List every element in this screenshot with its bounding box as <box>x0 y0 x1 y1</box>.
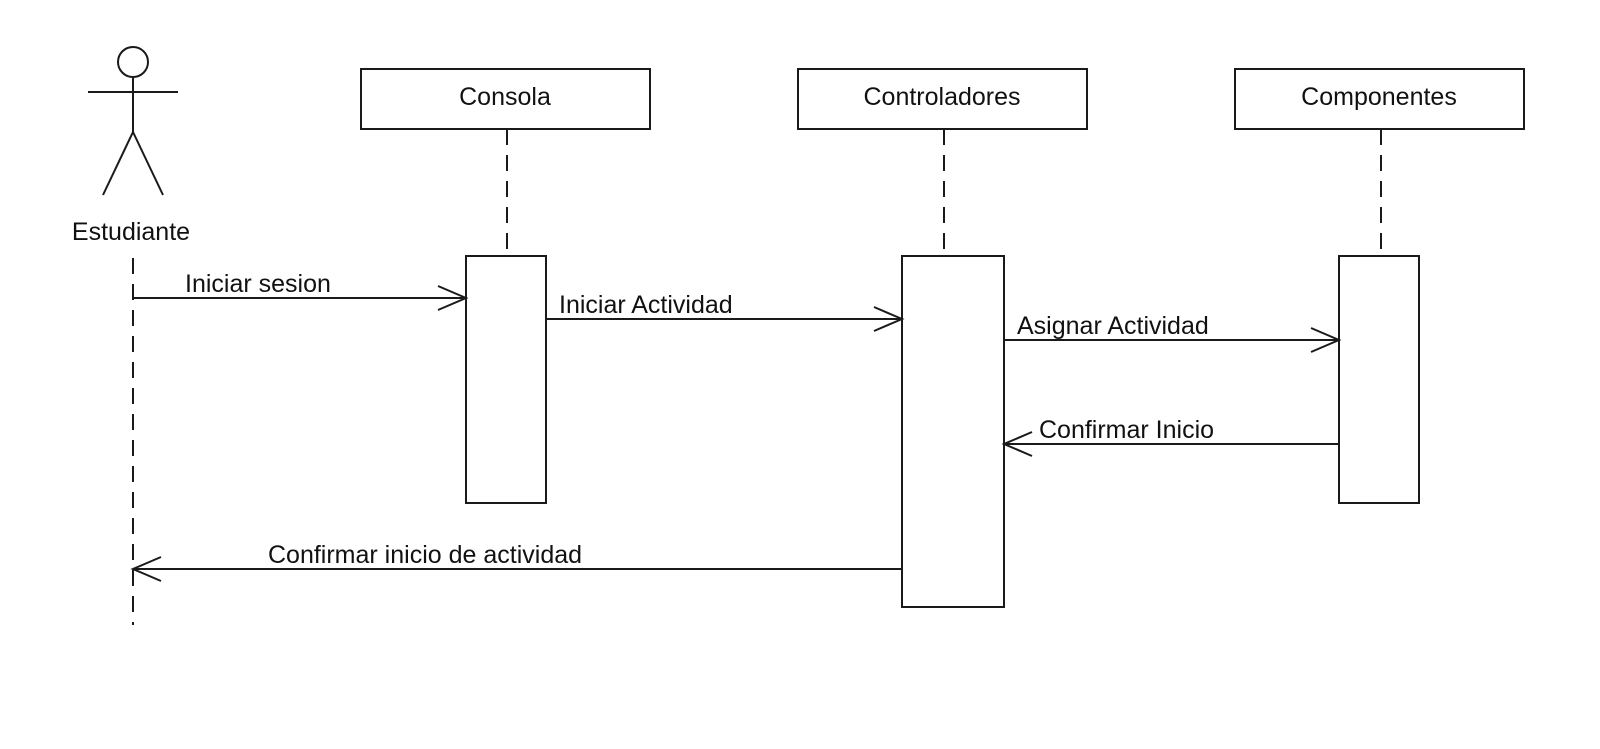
activation-bar-controladores <box>901 255 1005 608</box>
participant-label: Consola <box>459 83 551 111</box>
open-arrowhead-icon <box>1001 431 1033 457</box>
participant-controladores: Controladores <box>797 68 1088 608</box>
message-label: Iniciar Actividad <box>559 291 733 319</box>
participant-box <box>360 68 651 130</box>
participant-label: Controladores <box>863 83 1020 111</box>
actor-estudiante: Estudiante <box>72 46 190 625</box>
participant-box <box>797 68 1088 130</box>
message-label: Iniciar sesion <box>185 270 331 298</box>
message-asignar-actividad: Asignar Actividad <box>1004 312 1342 353</box>
actor-label: Estudiante <box>72 218 190 246</box>
message-label: Confirmar inicio de actividad <box>268 541 582 569</box>
activation-bar-componentes <box>1338 255 1420 504</box>
open-arrowhead-icon <box>1310 327 1342 353</box>
participant-label: Componentes <box>1301 83 1457 111</box>
message-confirmar-inicio-de-actividad: Confirmar inicio de actividad <box>130 541 902 582</box>
message-iniciar-actividad: Iniciar Actividad <box>546 291 905 332</box>
message-iniciar-sesion: Iniciar sesion <box>133 270 469 311</box>
participant-box <box>1234 68 1525 130</box>
open-arrowhead-icon <box>873 306 905 332</box>
open-arrowhead-icon <box>437 285 469 311</box>
open-arrowhead-icon <box>130 556 162 582</box>
participant-componentes: Componentes <box>1234 68 1525 504</box>
message-label: Confirmar Inicio <box>1039 416 1214 444</box>
stick-figure-icon <box>88 46 178 196</box>
participant-consola: Consola <box>360 68 651 504</box>
message-label: Asignar Actividad <box>1017 312 1209 340</box>
message-confirmar-inicio: Confirmar Inicio <box>1001 416 1339 457</box>
activation-bar-consola <box>465 255 547 504</box>
